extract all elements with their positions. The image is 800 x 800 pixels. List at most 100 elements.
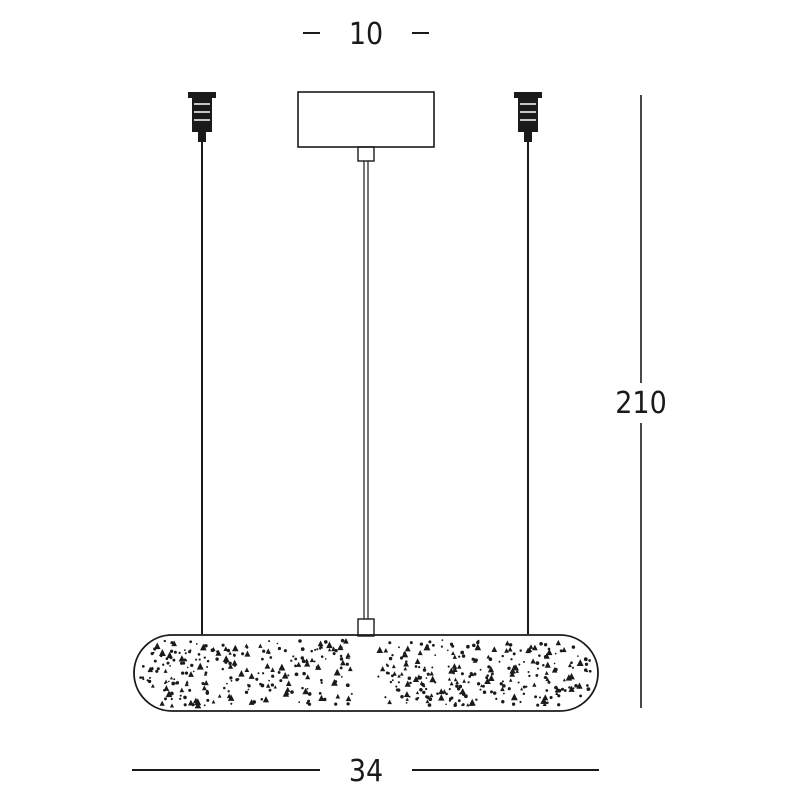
terrazzo-speck: [323, 640, 328, 644]
terrazzo-speck: [173, 678, 176, 681]
terrazzo-speck: [149, 676, 151, 679]
terrazzo-speck: [155, 669, 159, 673]
terrazzo-speck: [226, 648, 231, 653]
terrazzo-speck: [538, 696, 542, 699]
terrazzo-speck: [247, 684, 251, 688]
terrazzo-speck: [498, 660, 501, 663]
left-ceiling-anchor: [188, 92, 216, 142]
terrazzo-speck: [544, 661, 551, 668]
terrazzo-speck: [184, 681, 189, 687]
terrazzo-speck: [244, 643, 249, 648]
terrazzo-speck: [452, 672, 455, 675]
terrazzo-speck: [419, 688, 423, 692]
terrazzo-speck: [542, 664, 545, 667]
terrazzo-speck: [414, 658, 421, 665]
terrazzo-speck: [500, 686, 505, 692]
terrazzo-speck: [540, 700, 545, 704]
terrazzo-speck: [327, 648, 332, 652]
terrazzo-speck: [390, 674, 394, 678]
terrazzo-speck: [577, 655, 579, 657]
terrazzo-speck: [268, 688, 272, 692]
terrazzo-speck: [168, 680, 170, 683]
terrazzo-speck: [347, 666, 353, 672]
terrazzo-speck: [281, 672, 289, 679]
terrazzo-speck: [287, 674, 290, 677]
terrazzo-speck: [490, 690, 493, 694]
terrazzo-speck: [511, 702, 516, 706]
terrazzo-speck: [588, 669, 592, 673]
terrazzo-speck: [277, 646, 282, 651]
terrazzo-speck: [294, 672, 299, 677]
terrazzo-speck: [164, 697, 167, 701]
terrazzo-speck: [403, 691, 410, 698]
terrazzo-speck: [203, 680, 209, 686]
terrazzo-speck: [457, 664, 462, 669]
terrazzo-speck: [307, 702, 312, 706]
terrazzo-speck: [544, 670, 549, 675]
terrazzo-speck: [397, 674, 401, 678]
terrazzo-speck: [320, 681, 323, 684]
terrazzo-speck: [350, 692, 353, 695]
terrazzo-speck: [324, 658, 327, 660]
terrazzo-speck: [181, 671, 185, 675]
right-ceiling-anchor: [514, 92, 542, 142]
terrazzo-speck: [576, 682, 583, 689]
terrazzo-speck: [554, 652, 557, 655]
terrazzo-speck: [422, 668, 427, 672]
terrazzo-speck: [147, 679, 152, 684]
terrazzo-speck: [221, 667, 225, 671]
terrazzo-speck: [270, 667, 275, 672]
terrazzo-speck: [399, 656, 404, 660]
terrazzo-speck: [170, 641, 174, 645]
terrazzo-speck: [376, 646, 384, 654]
terrazzo-speck: [499, 682, 503, 686]
terrazzo-speck: [517, 681, 520, 684]
terrazzo-speck: [203, 656, 206, 659]
terrazzo-speck: [261, 672, 265, 675]
terrazzo-speck: [403, 666, 408, 671]
terrazzo-speck: [426, 672, 430, 676]
terrazzo-speck: [458, 684, 463, 689]
terrazzo-speck: [515, 669, 519, 673]
terrazzo-speck: [307, 692, 312, 696]
terrazzo-speck: [159, 700, 165, 706]
terrazzo-speck: [583, 657, 588, 662]
terrazzo-speck: [306, 687, 309, 690]
terrazzo-speck: [171, 681, 176, 686]
terrazzo-speck: [507, 666, 511, 670]
terrazzo-speck: [285, 686, 291, 692]
terrazzo-speck: [451, 651, 455, 656]
terrazzo-speck: [227, 690, 230, 693]
terrazzo-speck: [468, 675, 472, 678]
terrazzo-speck: [384, 696, 387, 699]
terrazzo-speck: [198, 658, 201, 661]
terrazzo-speck: [588, 659, 591, 662]
terrazzo-speck: [509, 670, 516, 677]
terrazzo-speck: [260, 683, 265, 688]
terrazzo-speck: [224, 660, 228, 664]
terrazzo-speck: [156, 667, 160, 671]
terrazzo-speck: [206, 666, 209, 668]
top-dimension-label: 10: [349, 17, 383, 52]
terrazzo-speck: [163, 685, 170, 691]
terrazzo-speck: [345, 683, 350, 688]
terrazzo-speck: [405, 697, 409, 701]
terrazzo-speck: [423, 643, 431, 651]
terrazzo-speck: [178, 655, 186, 662]
terrazzo-speck: [257, 672, 260, 675]
terrazzo-speck: [532, 682, 537, 687]
terrazzo-speck: [446, 649, 449, 652]
terrazzo-speck: [290, 690, 294, 694]
terrazzo-speck: [445, 703, 447, 706]
terrazzo-speck: [586, 684, 589, 687]
terrazzo-speck: [392, 671, 397, 676]
terrazzo-speck: [476, 682, 481, 686]
terrazzo-speck: [404, 680, 411, 687]
terrazzo-speck: [469, 672, 473, 676]
terrazzo-speck: [520, 687, 524, 691]
terrazzo-speck: [510, 658, 513, 661]
terrazzo-speck: [383, 648, 389, 653]
terrazzo-speck: [314, 648, 317, 651]
terrazzo-speck: [425, 699, 430, 704]
terrazzo-speck: [290, 659, 293, 662]
